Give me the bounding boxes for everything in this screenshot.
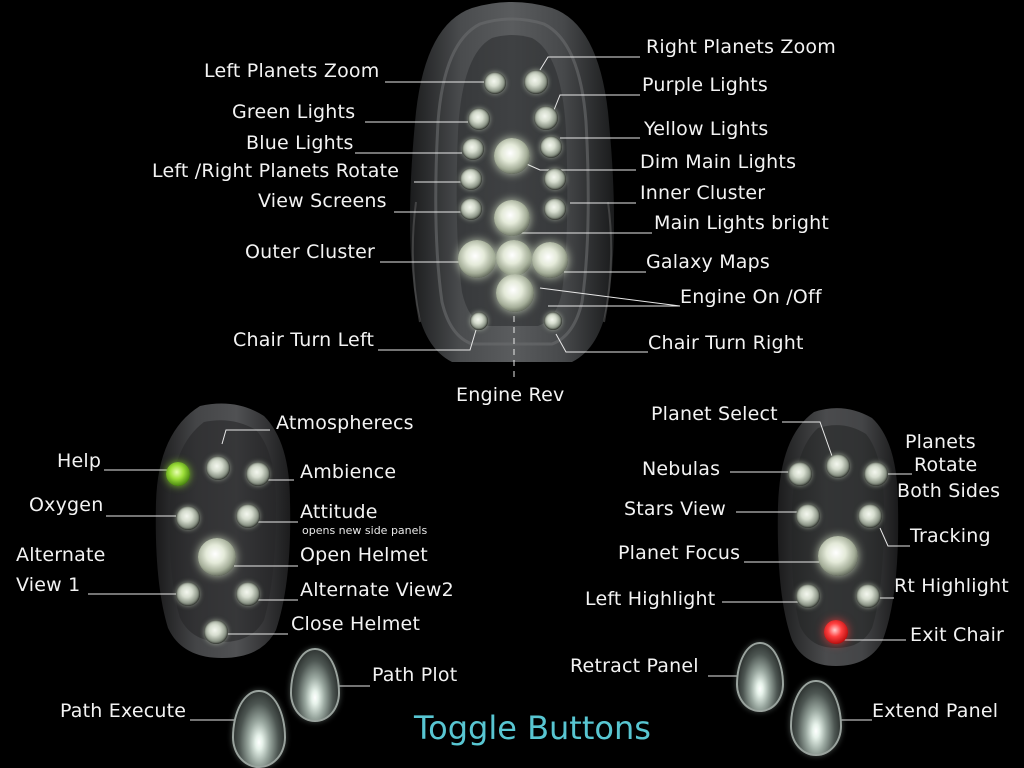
left-right-planets-rotate-button[interactable]: [460, 168, 482, 190]
rt-highlight-button[interactable]: [856, 584, 880, 608]
label-green-lights: Green Lights: [232, 101, 356, 123]
label-blue-lights: Blue Lights: [246, 132, 354, 154]
label-dim-main-lights: Dim Main Lights: [640, 151, 797, 173]
blue-lights-button[interactable]: [462, 138, 484, 160]
inner-cluster-button[interactable]: [544, 168, 566, 190]
label-stars-view: Stars View: [624, 498, 726, 520]
label-exit-chair: Exit Chair: [910, 624, 1005, 646]
alternate-view2-button[interactable]: [236, 582, 260, 606]
view-screens-button[interactable]: [460, 198, 482, 220]
galaxy-maps-button[interactable]: [532, 242, 568, 278]
label-nebulas: Nebulas: [642, 458, 721, 480]
left-highlight-button[interactable]: [796, 584, 820, 608]
retract-panel-button[interactable]: [736, 642, 784, 712]
label-ambience: Ambience: [300, 461, 397, 483]
label-left-right-planets-rotate: Left /Right Planets Rotate: [152, 160, 400, 182]
label-yellow-lights: Yellow Lights: [644, 118, 769, 140]
galaxy-maps-side-button[interactable]: [544, 198, 566, 220]
label-left-highlight: Left Highlight: [585, 588, 716, 610]
label-purple-lights: Purple Lights: [642, 74, 768, 96]
label-galaxy-maps: Galaxy Maps: [646, 251, 771, 273]
label-planets-rotate-line2: Rotate: [914, 454, 978, 476]
label-main-lights-bright: Main Lights bright: [654, 212, 830, 234]
planet-select-button[interactable]: [826, 454, 850, 478]
open-helmet-button[interactable]: [198, 538, 236, 576]
label-chair-turn-left: Chair Turn Left: [233, 329, 375, 351]
label-right-planets-zoom: Right Planets Zoom: [646, 36, 836, 58]
outer-cluster-center-button[interactable]: [496, 240, 532, 276]
top-console-panel: [402, 2, 622, 374]
label-alternate-view-1-line1: Alternate: [16, 544, 106, 566]
yellow-lights-button[interactable]: [540, 136, 562, 158]
purple-lights-button[interactable]: [534, 106, 558, 130]
attitude-button[interactable]: [236, 504, 260, 528]
help-button[interactable]: [166, 462, 190, 486]
chair-turn-right-button[interactable]: [544, 312, 562, 330]
label-planet-focus: Planet Focus: [618, 542, 741, 564]
ambience-button[interactable]: [246, 462, 270, 486]
path-plot-button[interactable]: [290, 648, 340, 722]
label-alternate-view-1-line2: View 1: [16, 574, 81, 596]
label-retract-panel: Retract Panel: [570, 655, 699, 677]
label-attitude-note: opens new side panels: [302, 524, 428, 537]
label-path-plot: Path Plot: [372, 664, 458, 686]
label-attitude: Attitude: [300, 501, 378, 523]
planet-focus-button[interactable]: [818, 536, 858, 576]
left-planets-zoom-button[interactable]: [484, 72, 506, 94]
label-tracking: Tracking: [910, 525, 991, 547]
exit-chair-button[interactable]: [824, 620, 848, 644]
label-oxygen: Oxygen: [29, 494, 104, 516]
path-execute-button[interactable]: [232, 690, 286, 768]
close-helmet-button[interactable]: [204, 620, 228, 644]
label-planets-rotate-line1: Planets: [905, 431, 976, 453]
label-chair-turn-right: Chair Turn Right: [648, 332, 804, 354]
label-atmospherecs: Atmospherecs: [276, 412, 414, 434]
nebulas-button[interactable]: [788, 462, 812, 486]
atmospherecs-button[interactable]: [206, 456, 230, 480]
alternate-view-1-button[interactable]: [176, 582, 200, 606]
label-engine-rev: Engine Rev: [456, 384, 565, 406]
page-title: Toggle Buttons: [414, 709, 651, 747]
label-outer-cluster: Outer Cluster: [245, 241, 376, 263]
main-lights-bright-button[interactable]: [494, 200, 530, 236]
label-engine-on-off: Engine On /Off: [680, 286, 822, 308]
extend-panel-button[interactable]: [790, 680, 842, 756]
label-inner-cluster: Inner Cluster: [640, 182, 766, 204]
label-rt-highlight: Rt Highlight: [894, 575, 1009, 597]
label-close-helmet: Close Helmet: [291, 613, 421, 635]
label-planets-rotate-line3: Both Sides: [897, 480, 1001, 502]
planets-rotate-both-sides-button[interactable]: [864, 462, 888, 486]
right-planets-zoom-button[interactable]: [524, 70, 548, 94]
oxygen-button[interactable]: [176, 506, 200, 530]
label-alternate-view2: Alternate View2: [300, 579, 454, 601]
label-extend-panel: Extend Panel: [872, 700, 999, 722]
dim-main-lights-button[interactable]: [494, 138, 530, 174]
engine-on-off-button[interactable]: [496, 274, 534, 312]
label-open-helmet: Open Helmet: [300, 544, 428, 566]
green-lights-button[interactable]: [468, 108, 490, 130]
label-path-execute: Path Execute: [60, 700, 187, 722]
label-planet-select: Planet Select: [651, 403, 778, 425]
label-help: Help: [57, 450, 102, 472]
label-view-screens: View Screens: [258, 190, 387, 212]
tracking-button[interactable]: [858, 504, 882, 528]
stars-view-button[interactable]: [796, 504, 820, 528]
outer-cluster-button[interactable]: [458, 240, 496, 278]
label-left-planets-zoom: Left Planets Zoom: [204, 60, 380, 82]
chair-turn-left-button[interactable]: [470, 312, 488, 330]
